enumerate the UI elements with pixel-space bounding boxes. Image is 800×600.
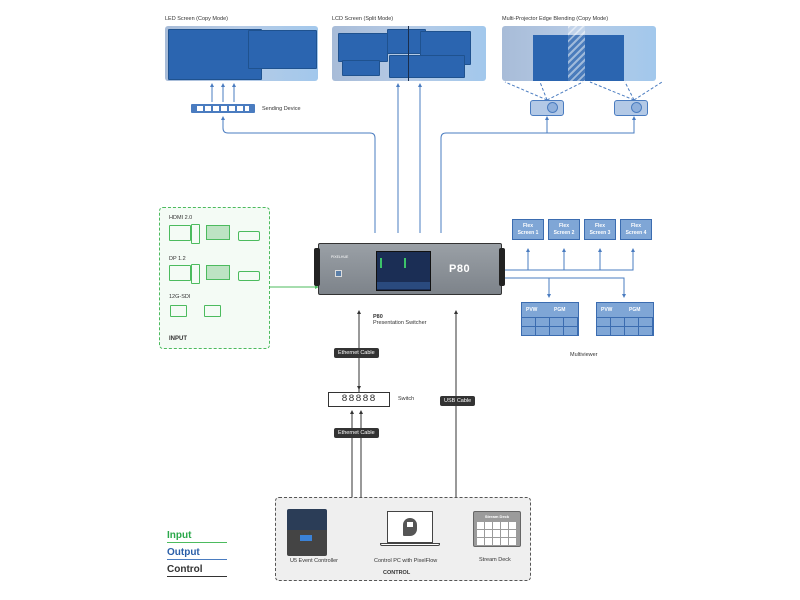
monitor-pc-icon <box>169 225 191 241</box>
switch-label: Switch <box>398 396 415 402</box>
legend-input: Input <box>167 530 227 543</box>
lcd-window-1 <box>338 33 388 62</box>
stream-deck-label: Stream Deck <box>479 557 511 563</box>
usb-cable-tag: USB Cable <box>440 396 476 406</box>
projector-icon <box>530 100 564 116</box>
screen-toolbar <box>377 282 430 289</box>
pgm-label: PGM <box>554 307 566 313</box>
projector-blend-screen <box>502 26 656 81</box>
legend: Input Output Control <box>167 530 227 577</box>
flex-line2: Screen 3 <box>589 230 611 236</box>
sending-device-label: Sending Device <box>262 106 301 112</box>
output-line-led <box>210 83 376 233</box>
flex-line1: Flex <box>594 223 605 229</box>
lcd-screen-title: LCD Screen (Split Mode) <box>332 16 394 22</box>
ethernet-cable-tag-bottom: Ethernet Cable <box>334 428 379 438</box>
input-label-dp: DP 1.2 <box>169 256 186 262</box>
controller-screen <box>300 535 312 541</box>
output-line-projectors <box>440 116 636 233</box>
multiviewer-grid <box>597 317 653 335</box>
control-group: U5 Event Controller Control PC with Pixe… <box>275 497 531 581</box>
sending-device-ports <box>197 106 249 111</box>
stream-deck-keys <box>477 521 517 545</box>
touch-screen[interactable] <box>376 251 431 291</box>
input-label-hdmi: HDMI 2.0 <box>169 215 193 221</box>
screen-indicator <box>380 258 382 268</box>
output-line-multiviewer <box>500 277 626 298</box>
projector-lens <box>547 102 558 113</box>
input-label-sdi: 12G-SDI <box>169 294 191 300</box>
pc-tower-icon <box>191 264 200 284</box>
projector-lens <box>631 102 642 113</box>
control-pc-icon <box>387 511 433 543</box>
control-pc-label: Control PC with PixelFlow <box>374 558 438 564</box>
network-switch: 88888 <box>328 392 390 407</box>
screen-indicator <box>404 258 406 268</box>
laptop-base <box>380 543 440 546</box>
lcd-screen <box>332 26 486 81</box>
laptop-icon <box>206 265 230 280</box>
lcd-window-2 <box>342 60 380 76</box>
device-name: P80 <box>373 314 383 320</box>
projector-icon <box>614 100 648 116</box>
camera-icon <box>204 305 221 317</box>
control-title: CONTROL <box>383 570 411 576</box>
device-subtitle: Presentation Switcher <box>373 320 427 326</box>
pgm-label: PGM <box>629 307 641 313</box>
output-line-lcd <box>396 83 422 233</box>
pvw-label: PVW <box>526 307 538 313</box>
rack-handle-left <box>314 248 320 286</box>
control-lines <box>336 310 469 523</box>
led-screen <box>165 26 318 81</box>
event-controller-icon <box>287 509 327 556</box>
router-icon <box>238 271 260 281</box>
led-screen-title: LED Screen (Copy Mode) <box>165 16 228 22</box>
stream-deck-icon: Stream Deck <box>473 511 521 547</box>
output-line-flex <box>500 248 635 271</box>
legend-control: Control <box>167 564 227 577</box>
legend-output: Output <box>167 547 227 560</box>
rack-handle-right <box>499 248 505 286</box>
lcd-bezel-divider <box>408 26 409 81</box>
ethernet-cable-tag-top: Ethernet Cable <box>334 348 379 358</box>
stream-deck-screen-title: Stream Deck <box>484 514 510 519</box>
lcd-window-5 <box>389 55 465 78</box>
monitor-pc-icon <box>169 265 191 281</box>
projector-beams <box>504 81 663 101</box>
input-title: INPUT <box>169 336 187 342</box>
flex-line2: Screen 1 <box>517 230 539 236</box>
flex-line2: Screen 4 <box>625 230 647 236</box>
led-panel-overlay <box>248 30 317 69</box>
multiviewer-grid <box>522 317 578 335</box>
brand-logo: PIXELHUE <box>331 255 349 259</box>
flex-line1: Flex <box>522 223 533 229</box>
pc-tower-icon <box>191 224 200 244</box>
projector-blend-title: Multi-Projector Edge Blending (Copy Mode… <box>502 16 609 22</box>
sending-device-icon <box>191 104 255 113</box>
laptop-icon <box>206 225 230 240</box>
multiviewer-label: Multiviewer <box>570 352 598 358</box>
pixelflow-logo-icon <box>403 518 417 536</box>
multiviewer-monitor-2: PVW PGM <box>596 302 654 336</box>
router-icon <box>238 231 260 241</box>
p80-device: PIXELHUE P80 <box>314 243 505 295</box>
multiviewer-monitor-1: PVW PGM <box>521 302 579 336</box>
model-label: P80 <box>449 263 471 275</box>
flex-line1: Flex <box>558 223 569 229</box>
pvw-label: PVW <box>601 307 613 313</box>
flex-line1: Flex <box>630 223 641 229</box>
flex-line2: Screen 2 <box>553 230 575 236</box>
pixelflow-logo-cutout <box>407 522 413 527</box>
lcd-window-3 <box>387 29 426 54</box>
power-button[interactable] <box>335 270 342 277</box>
input-group: HDMI 2.0 DP 1.2 12G-SDI INPUT <box>159 207 270 349</box>
blend-overlap-zone <box>568 26 585 81</box>
led-panel-main <box>168 29 262 80</box>
camera-icon <box>170 305 187 317</box>
event-controller-label: U5 Event Controller <box>290 558 338 564</box>
